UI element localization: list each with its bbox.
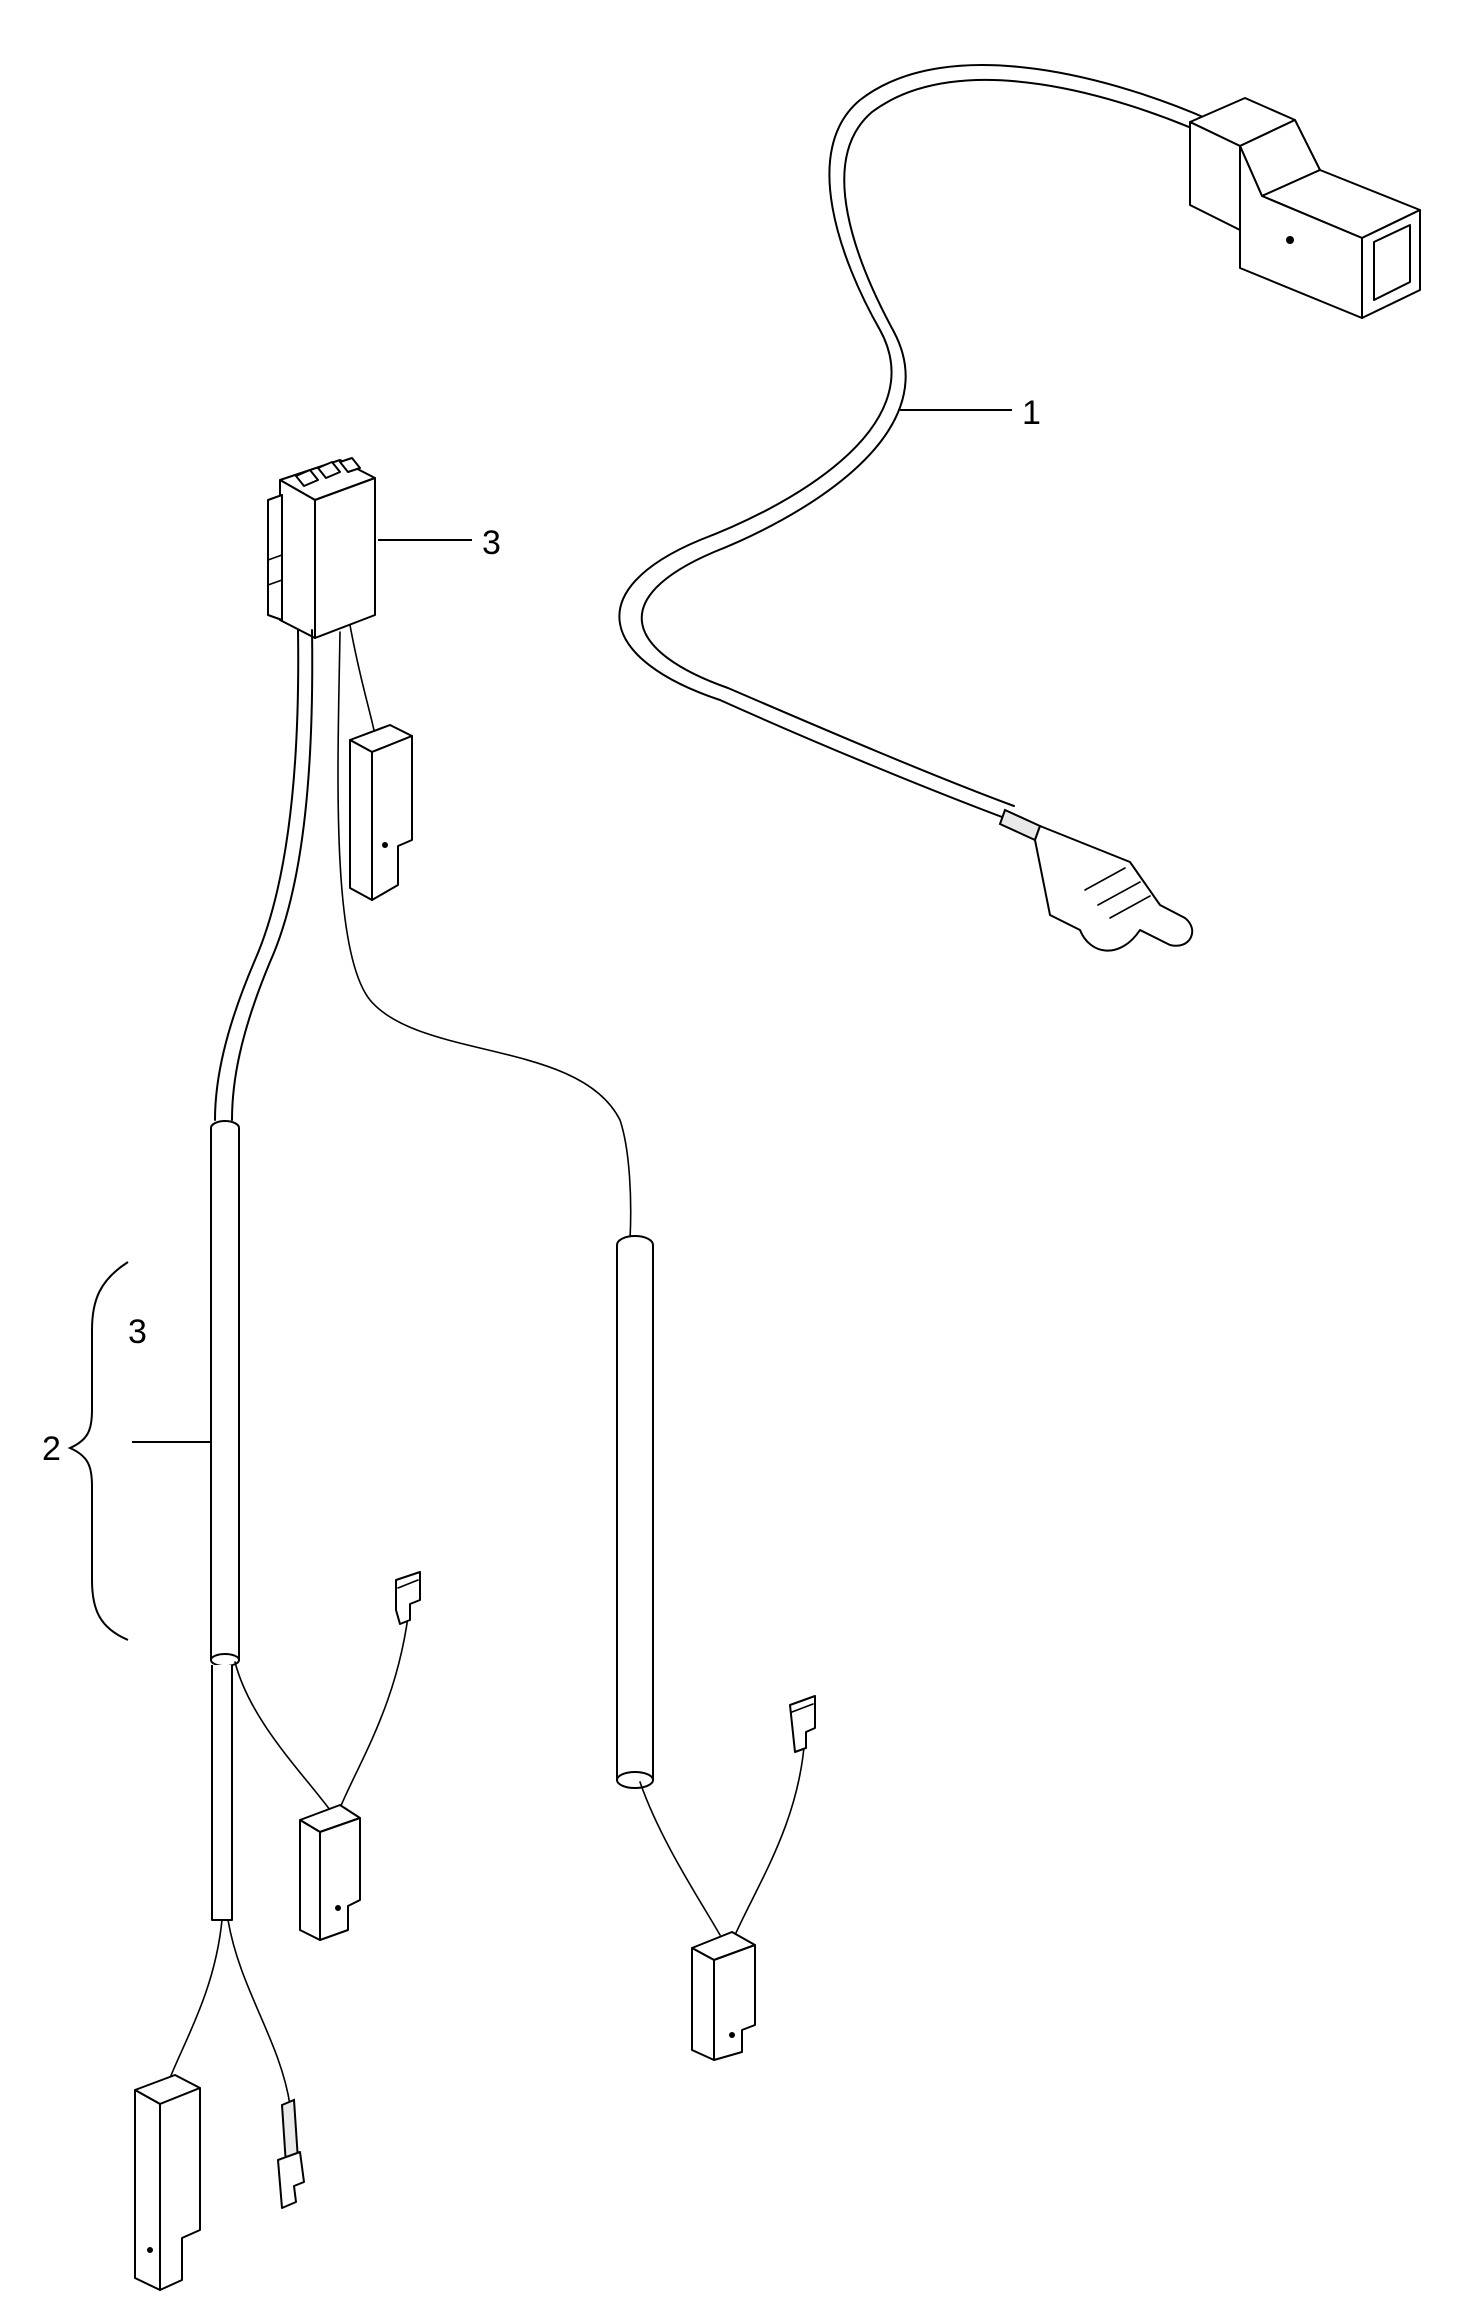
callout-label-2: 2 (42, 1430, 61, 1468)
callout-2-bracket: 3 2 (42, 1261, 212, 1641)
cable-assembly-1 (618, 64, 1421, 952)
cable-1-outer (618, 64, 1211, 821)
small-tab-right (789, 1695, 816, 1753)
middle-connector-left (299, 1804, 361, 1941)
callout-label-3-connector: 3 (482, 524, 501, 562)
curly-bracket (67, 1261, 129, 1641)
wire-to-right-sleeve (337, 631, 632, 1241)
callout-1: 1 (900, 394, 1041, 432)
left-sleeve (210, 1120, 240, 1667)
branch-right-sleeve-a (639, 1781, 721, 1936)
branch-lower-b (227, 1919, 291, 2106)
square-connector-1 (1189, 97, 1421, 319)
right-square-connector (691, 1931, 756, 2061)
wire-to-short-connector (349, 624, 376, 736)
callout-label-1: 1 (1022, 394, 1041, 432)
branch-right-sleeve-b (734, 1734, 806, 1936)
lead-left-inner (231, 629, 314, 1121)
harness-assembly-2 (134, 457, 816, 2291)
callout-3-connector: 3 (378, 524, 501, 562)
short-square-connector (349, 724, 413, 901)
bottom-square-connector (134, 2074, 201, 2291)
branch-left-sleeve-a (234, 1661, 331, 1811)
small-tab-upper-left (395, 1571, 421, 1625)
bottom-small-tab (277, 2098, 305, 2209)
lead-left-outer (214, 629, 300, 1121)
left-lower-sheath (211, 1665, 233, 1921)
callout-label-3-bracket: 3 (128, 1313, 147, 1351)
right-sleeve (616, 1235, 654, 1789)
main-connector-3 (267, 457, 376, 639)
spade-terminal-1 (998, 808, 1194, 952)
cable-1-inner (640, 78, 1211, 807)
branch-left-sleeve-b (339, 1599, 411, 1809)
branch-lower-a (169, 1919, 223, 2079)
